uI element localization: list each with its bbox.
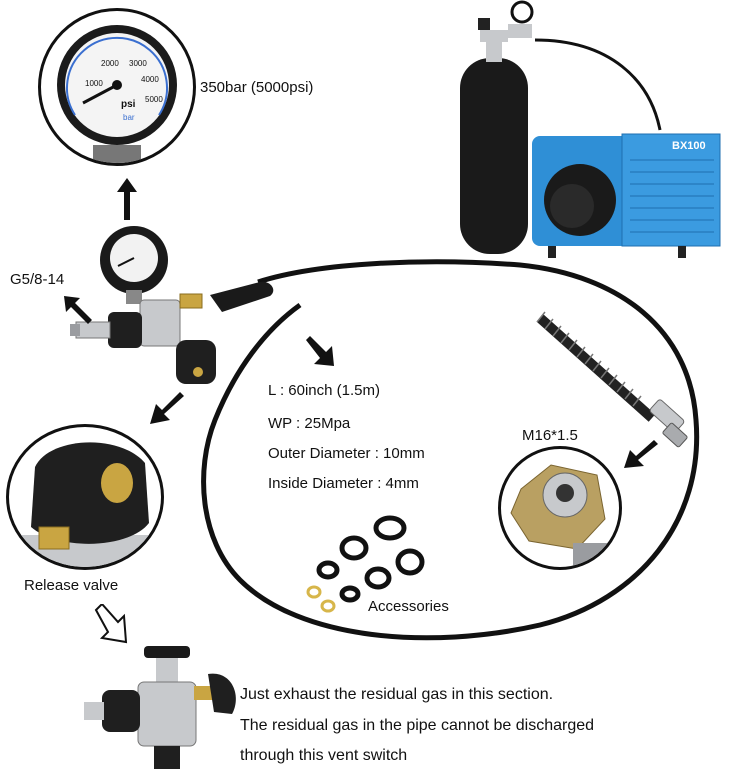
compressor-brand-label: BX100 [672,140,706,152]
hose-line [201,259,700,641]
outline-arrow-down-right-icon [94,604,128,644]
hose-length-spec: L : 60inch (1.5m) [268,382,380,399]
accessories-label: Accessories [368,598,449,615]
release-valve-closeup [6,424,164,570]
hose-outer-diameter-spec: Outer Diameter : 10mm [268,445,425,462]
note-line-2: The residual gas in the pipe cannot be d… [240,717,595,734]
hose-grip [210,281,274,312]
gauge-scale-3000: 3000 [129,59,147,68]
gauge-scale-2000: 2000 [101,59,119,68]
gauge-unit-bar: bar [123,113,135,122]
compressor-kit [460,0,721,258]
hose-inner-diameter-spec: Inside Diameter : 4mm [268,475,419,492]
thread-label: G5/8-14 [10,271,65,288]
gauge-pressure-label: 350bar (5000psi) [200,79,314,96]
hose-pressure-spec: WP : 25Mpa [268,415,351,432]
gauge-scale-4000: 4000 [141,75,159,84]
gauge-unit-psi: psi [121,99,136,110]
vent-valve [84,646,236,769]
o-rings [306,515,425,613]
gauge-scale-5000: 5000 [145,95,163,104]
note-line-3: through this vent switch [240,747,408,764]
arrow-down-right-icon [306,336,334,366]
arrow-up-icon [117,178,137,220]
hose-end-fitting [649,399,685,433]
arrow-up-left-icon [64,296,92,324]
gauge-closeup: 1000 2000 3000 4000 5000 psi bar [38,8,196,166]
fitting-thread-label: M16*1.5 [522,427,578,444]
release-valve-label: Release valve [24,577,119,594]
tank-body [460,58,528,254]
fitting-closeup [498,446,622,570]
arrow-down-left-icon-2 [150,392,184,424]
note-line-1: Just exhaust the residual gas in this se… [240,686,554,703]
valve-assembly [70,226,216,384]
spring-guard [536,311,656,422]
gauge-scale-1000: 1000 [85,79,103,88]
compressor-hose [534,38,662,131]
arrow-down-left-icon [624,440,658,468]
